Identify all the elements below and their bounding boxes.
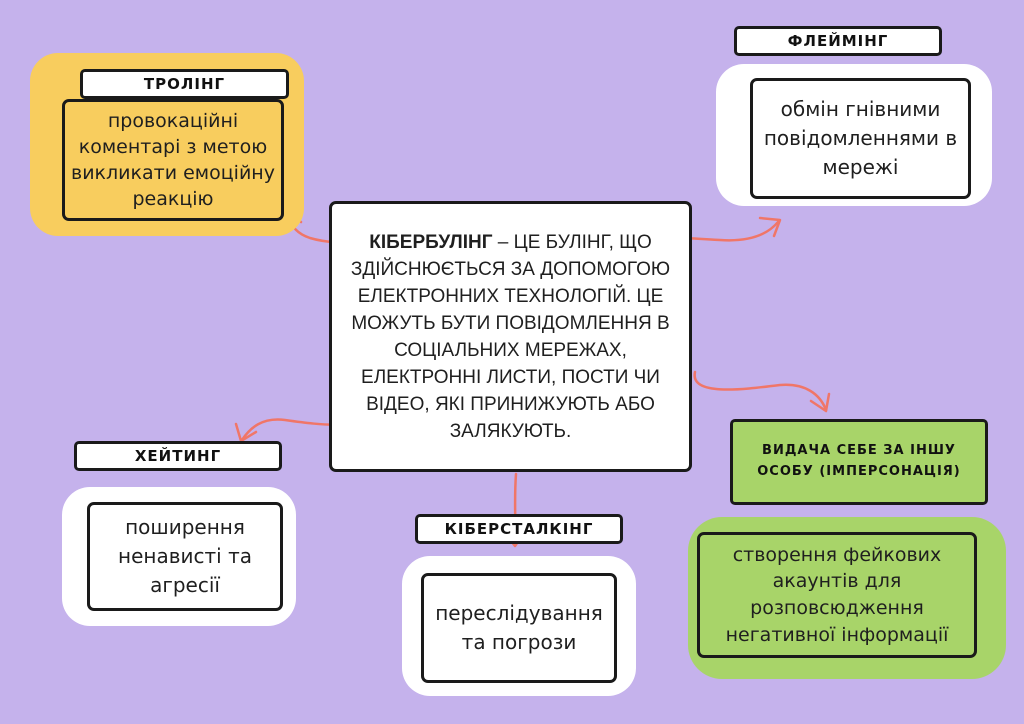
impersonation-box: створення фейкових акаунтів для розповсю…: [697, 532, 977, 658]
flaming-text: обмін гнівними повідомленнями в мережі: [763, 97, 958, 179]
impersonation-title: Видача себе за іншу особу (імперсонація): [730, 419, 988, 505]
definition-text: – це булінг, що здійснюється за допомого…: [350, 232, 671, 442]
hating-text: поширення ненависті та агресії: [118, 515, 252, 597]
cyberstalking-box: переслідування та погрози: [421, 573, 617, 683]
definition-box: Кібербулінг – це булінг, що здійснюється…: [329, 201, 692, 472]
trolling-title: Тролінг: [80, 69, 289, 99]
impersonation-text: створення фейкових акаунтів для розповсю…: [725, 543, 949, 646]
flaming-box: обмін гнівними повідомленнями в мережі: [750, 78, 971, 199]
arrowhead-flaming: [758, 216, 782, 238]
cyberstalking-text: переслідування та погрози: [435, 601, 603, 654]
cyberstalking-title: Кіберсталкінг: [415, 514, 623, 544]
flaming-title: Флеймінг: [734, 26, 942, 56]
arrow-to-impersonation: [693, 370, 828, 412]
arrowhead-impersonation: [809, 392, 831, 413]
hating-title: Хейтинг: [74, 441, 282, 471]
trolling-text: провокаційні коментарі з метою викликати…: [71, 109, 275, 211]
trolling-box: провокаційні коментарі з метою викликати…: [62, 99, 284, 221]
hating-box: поширення ненависті та агресії: [87, 502, 283, 611]
definition-term: Кібербулінг: [369, 232, 493, 253]
